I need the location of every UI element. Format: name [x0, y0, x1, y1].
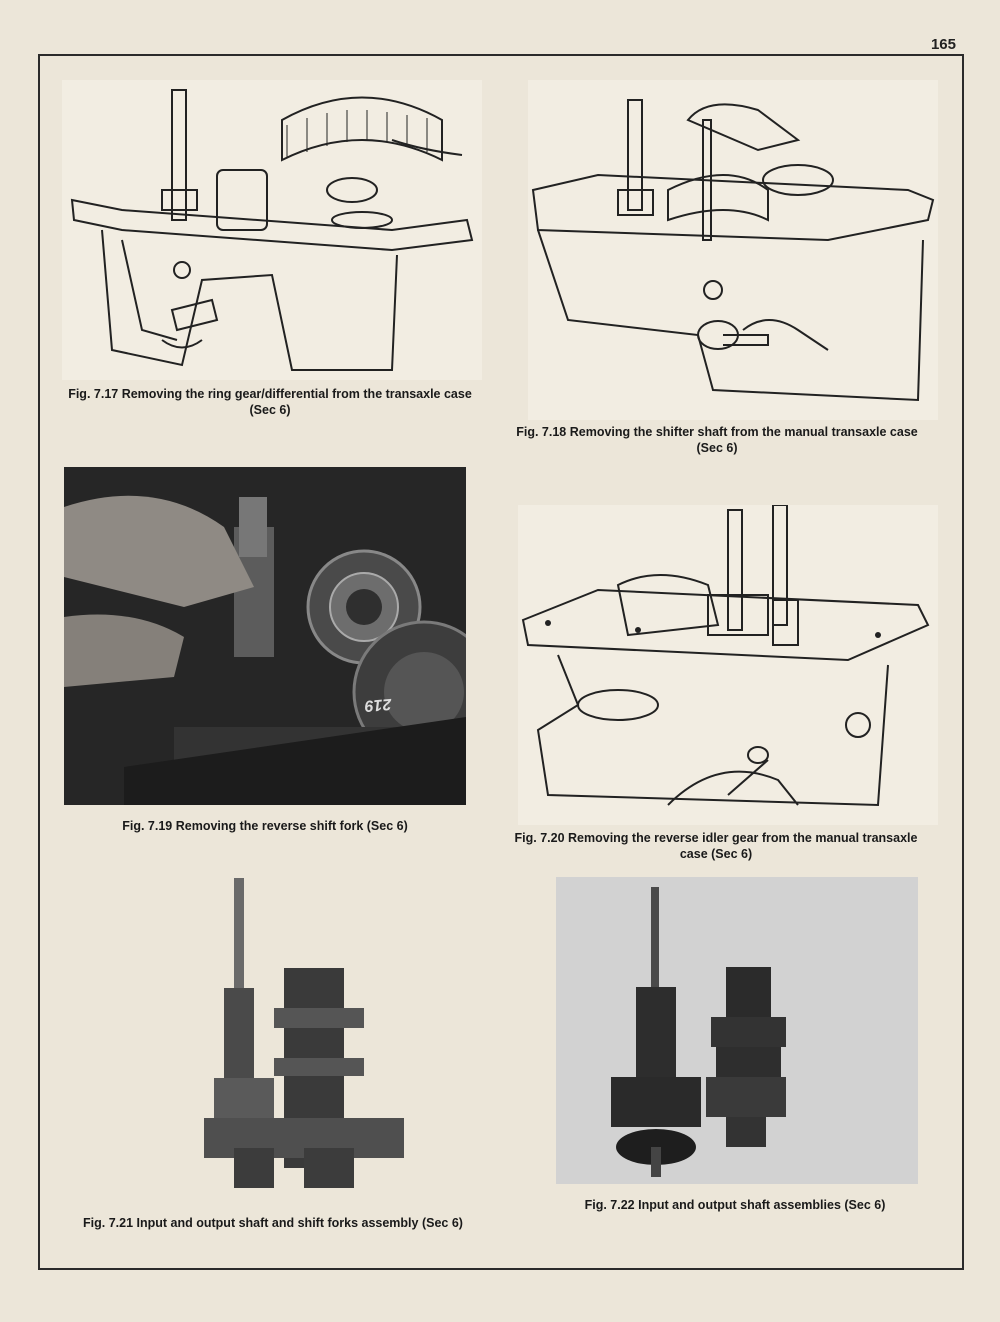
page-number: 165 [930, 36, 956, 53]
figure-7-20-caption: Fig. 7.20 Removing the reverse idler gea… [514, 831, 918, 861]
figure-7-19-photo [64, 467, 466, 805]
figure-7-22-caption: Fig. 7.22 Input and output shaft assembl… [584, 1198, 886, 1212]
figure-7-21-caption: Fig. 7.21 Input and output shaft and shi… [83, 1216, 463, 1230]
figure-7-18-illustration [528, 80, 938, 420]
figure-7-17-illustration [62, 80, 482, 380]
figure-7-21-photo [174, 878, 414, 1200]
page-frame [38, 54, 964, 1270]
figure-7-19-caption: Fig. 7.19 Removing the reverse shift for… [122, 819, 408, 833]
figure-7-17-caption: Fig. 7.17 Removing the ring gear/differe… [68, 387, 472, 417]
figure-7-20-illustration [518, 505, 938, 825]
figure-7-22-photo [556, 877, 918, 1184]
figure-7-18-caption: Fig. 7.18 Removing the shifter shaft fro… [516, 425, 918, 455]
